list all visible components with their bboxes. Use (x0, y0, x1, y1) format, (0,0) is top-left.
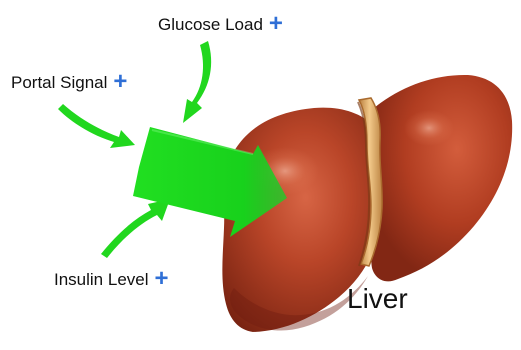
plus-icon: + (155, 267, 169, 291)
glucose-load-label-row: Glucose Load + (158, 12, 283, 36)
liver-right-lobe (367, 75, 512, 281)
plus-icon: + (113, 70, 127, 94)
liver-shine-right (404, 110, 454, 146)
portal-arrow (58, 104, 135, 148)
insulin-level-label-row: Insulin Level + (54, 267, 169, 291)
glucose-arrow (183, 41, 211, 123)
liver-label: Liver (347, 285, 408, 313)
insulin-arrow (101, 199, 170, 258)
plus-icon: + (269, 12, 283, 36)
portal-signal-label-row: Portal Signal + (11, 70, 127, 94)
glucose-load-label: Glucose Load (158, 16, 263, 33)
portal-signal-label: Portal Signal (11, 74, 107, 91)
insulin-level-label: Insulin Level (54, 271, 149, 288)
